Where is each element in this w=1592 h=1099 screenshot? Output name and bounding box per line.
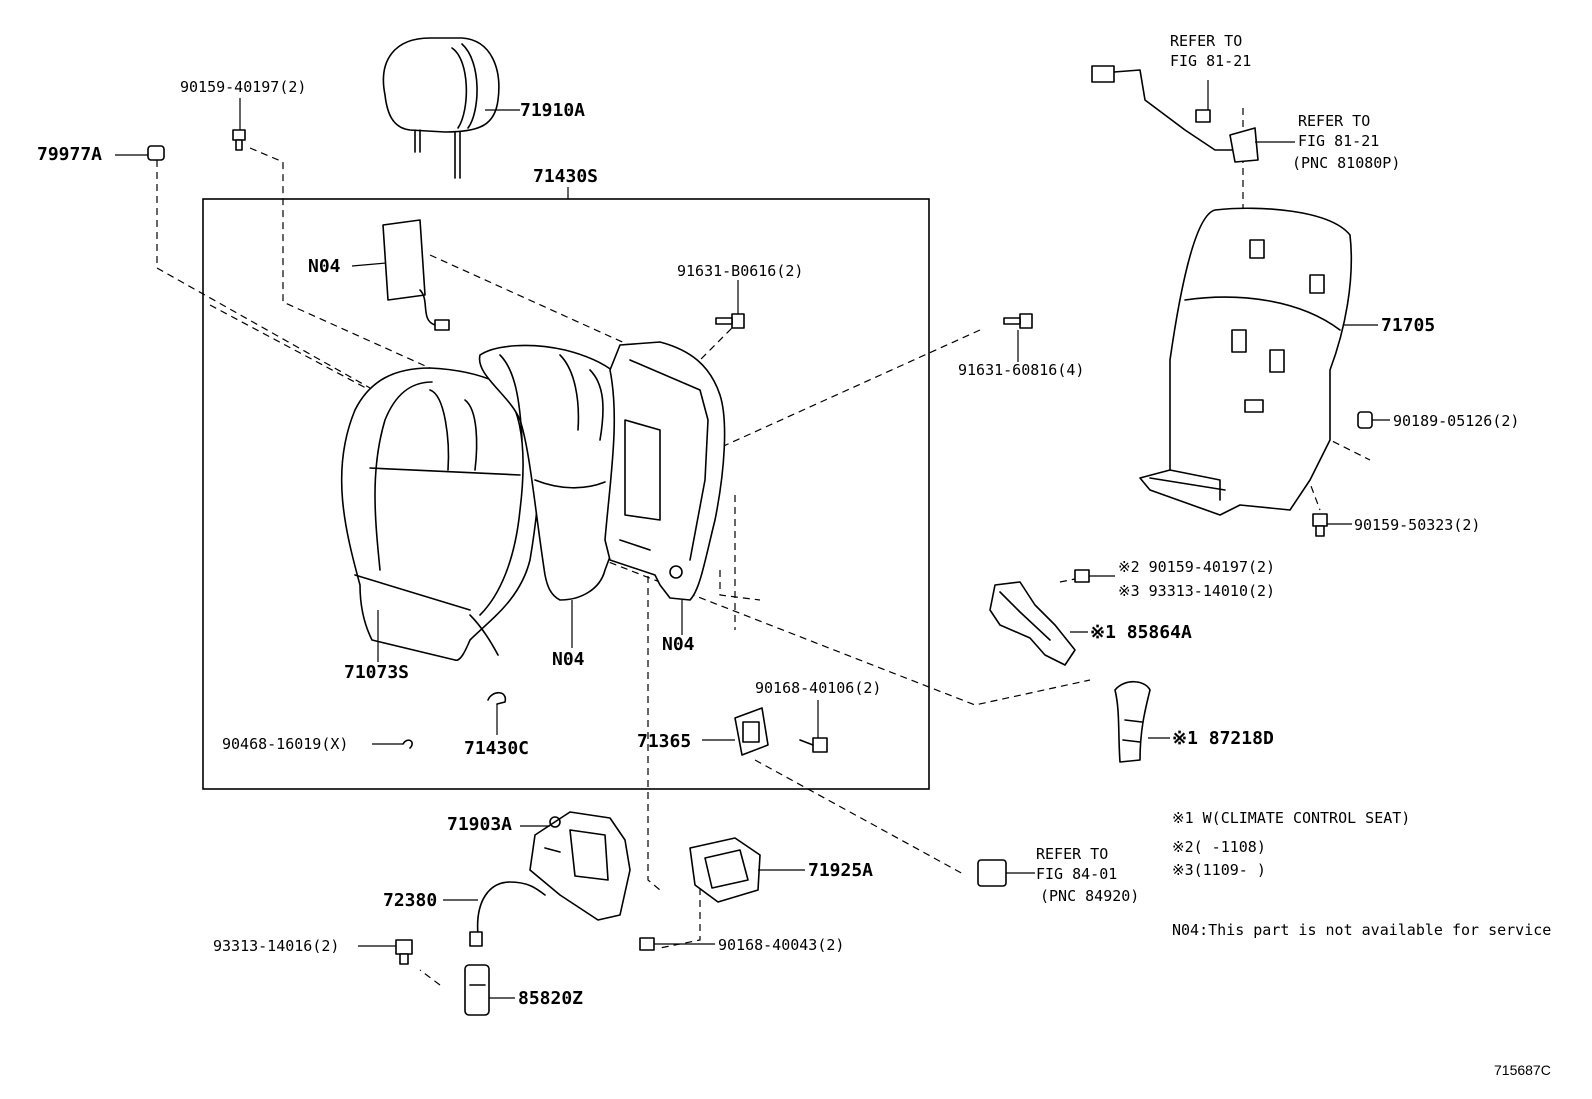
screw-90168-40043: [639, 937, 715, 951]
label-N04-right: N04: [662, 634, 695, 655]
cap-79977A: [115, 145, 165, 161]
label-71903A: 71903A: [447, 814, 512, 835]
seatback-pad-N04-middle: [478, 344, 636, 648]
label-85820Z: 85820Z: [518, 988, 583, 1009]
label-79977A: 79977A: [37, 144, 102, 165]
note-range-1109: ※3(1109- ): [1172, 861, 1266, 879]
seatback-cover-71073S: [340, 367, 541, 662]
label-71925A: 71925A: [808, 860, 873, 881]
ref3-line1: REFER TO: [1036, 845, 1108, 863]
headrest-71910A: [382, 37, 520, 179]
label-90189-05126: 90189-05126(2): [1393, 412, 1519, 430]
bracket-71365: [702, 707, 769, 756]
ref3-line2: FIG 84-01: [1036, 865, 1117, 883]
note-not-available: N04:This part is not available for servi…: [1172, 921, 1551, 939]
label-71430S: 71430S: [533, 166, 598, 187]
connector-ref-84-01: [977, 859, 1035, 887]
hook-90468-16019: [372, 739, 413, 749]
back-board-71705: [1139, 207, 1378, 516]
bolt-90159-40197-93313-14010: [1074, 569, 1115, 583]
ref1-line2: FIG 81-21: [1170, 52, 1251, 70]
label-91631-60816: 91631-60816(4): [958, 361, 1084, 379]
ref2-line2: FIG 81-21: [1298, 132, 1379, 150]
ref1-line1: REFER TO: [1170, 32, 1242, 50]
bolt-91631-60816: [1003, 313, 1033, 362]
label-90168-40043: 90168-40043(2): [718, 936, 844, 954]
ref3-line3: (PNC 84920): [1040, 887, 1139, 905]
label-93313-14010: ※3 93313-14010(2): [1118, 582, 1275, 600]
duct-85864A: [989, 581, 1088, 666]
figure-id: 715687C: [1494, 1062, 1551, 1078]
wire-harness-top: [1091, 65, 1295, 163]
label-85864A: ※1 85864A: [1090, 622, 1192, 643]
label-N04-upper: N04: [308, 256, 341, 277]
label-93313-14016: 93313-14016(2): [213, 937, 339, 955]
bolt-91631-B0616: [715, 280, 745, 329]
ref2-line3: (PNC 81080P): [1292, 154, 1400, 172]
screw-ref-81-21: [1195, 80, 1211, 123]
sensor-pad-N04-upper: [351, 219, 450, 331]
cable-72380: [443, 881, 546, 947]
label-90468-16019: 90468-16019(X): [222, 735, 348, 753]
seat-frame-N04-right: [604, 341, 726, 635]
label-90159-40197-b: ※2 90159-40197(2): [1118, 558, 1275, 576]
label-N04-middle: N04: [552, 649, 585, 670]
assembly-box-71430S: [202, 198, 930, 790]
clip-90189-05126: [1357, 411, 1390, 429]
duct-87218D: [1114, 680, 1170, 763]
motor-85820Z: [464, 964, 515, 1016]
bracket-71925A: [689, 837, 805, 903]
label-71430C: 71430C: [464, 738, 529, 759]
note-range-1108: ※2( -1108): [1172, 838, 1266, 856]
note-climate-control: ※1 W(CLIMATE CONTROL SEAT): [1172, 809, 1410, 827]
label-72380: 72380: [383, 890, 437, 911]
screw-90168-40106: [799, 700, 828, 753]
label-71073S: 71073S: [344, 662, 409, 683]
plate-71903A: [520, 811, 631, 921]
bolt-93313-14016: [358, 939, 413, 965]
screw-90159-40197: [232, 98, 246, 151]
label-90159-50323: 90159-50323(2): [1354, 516, 1480, 534]
label-71910A: 71910A: [520, 100, 585, 121]
label-71365: 71365: [637, 731, 691, 752]
screw-90159-50323: [1312, 513, 1352, 537]
label-91631-B0616: 91631-B0616(2): [677, 262, 803, 280]
label-87218D: ※1 87218D: [1172, 728, 1274, 749]
ref2-line1: REFER TO: [1298, 112, 1370, 130]
clip-71430C: [487, 691, 507, 735]
label-90159-40197: 90159-40197(2): [180, 78, 306, 96]
label-71705: 71705: [1381, 315, 1435, 336]
label-90168-40106: 90168-40106(2): [755, 679, 881, 697]
